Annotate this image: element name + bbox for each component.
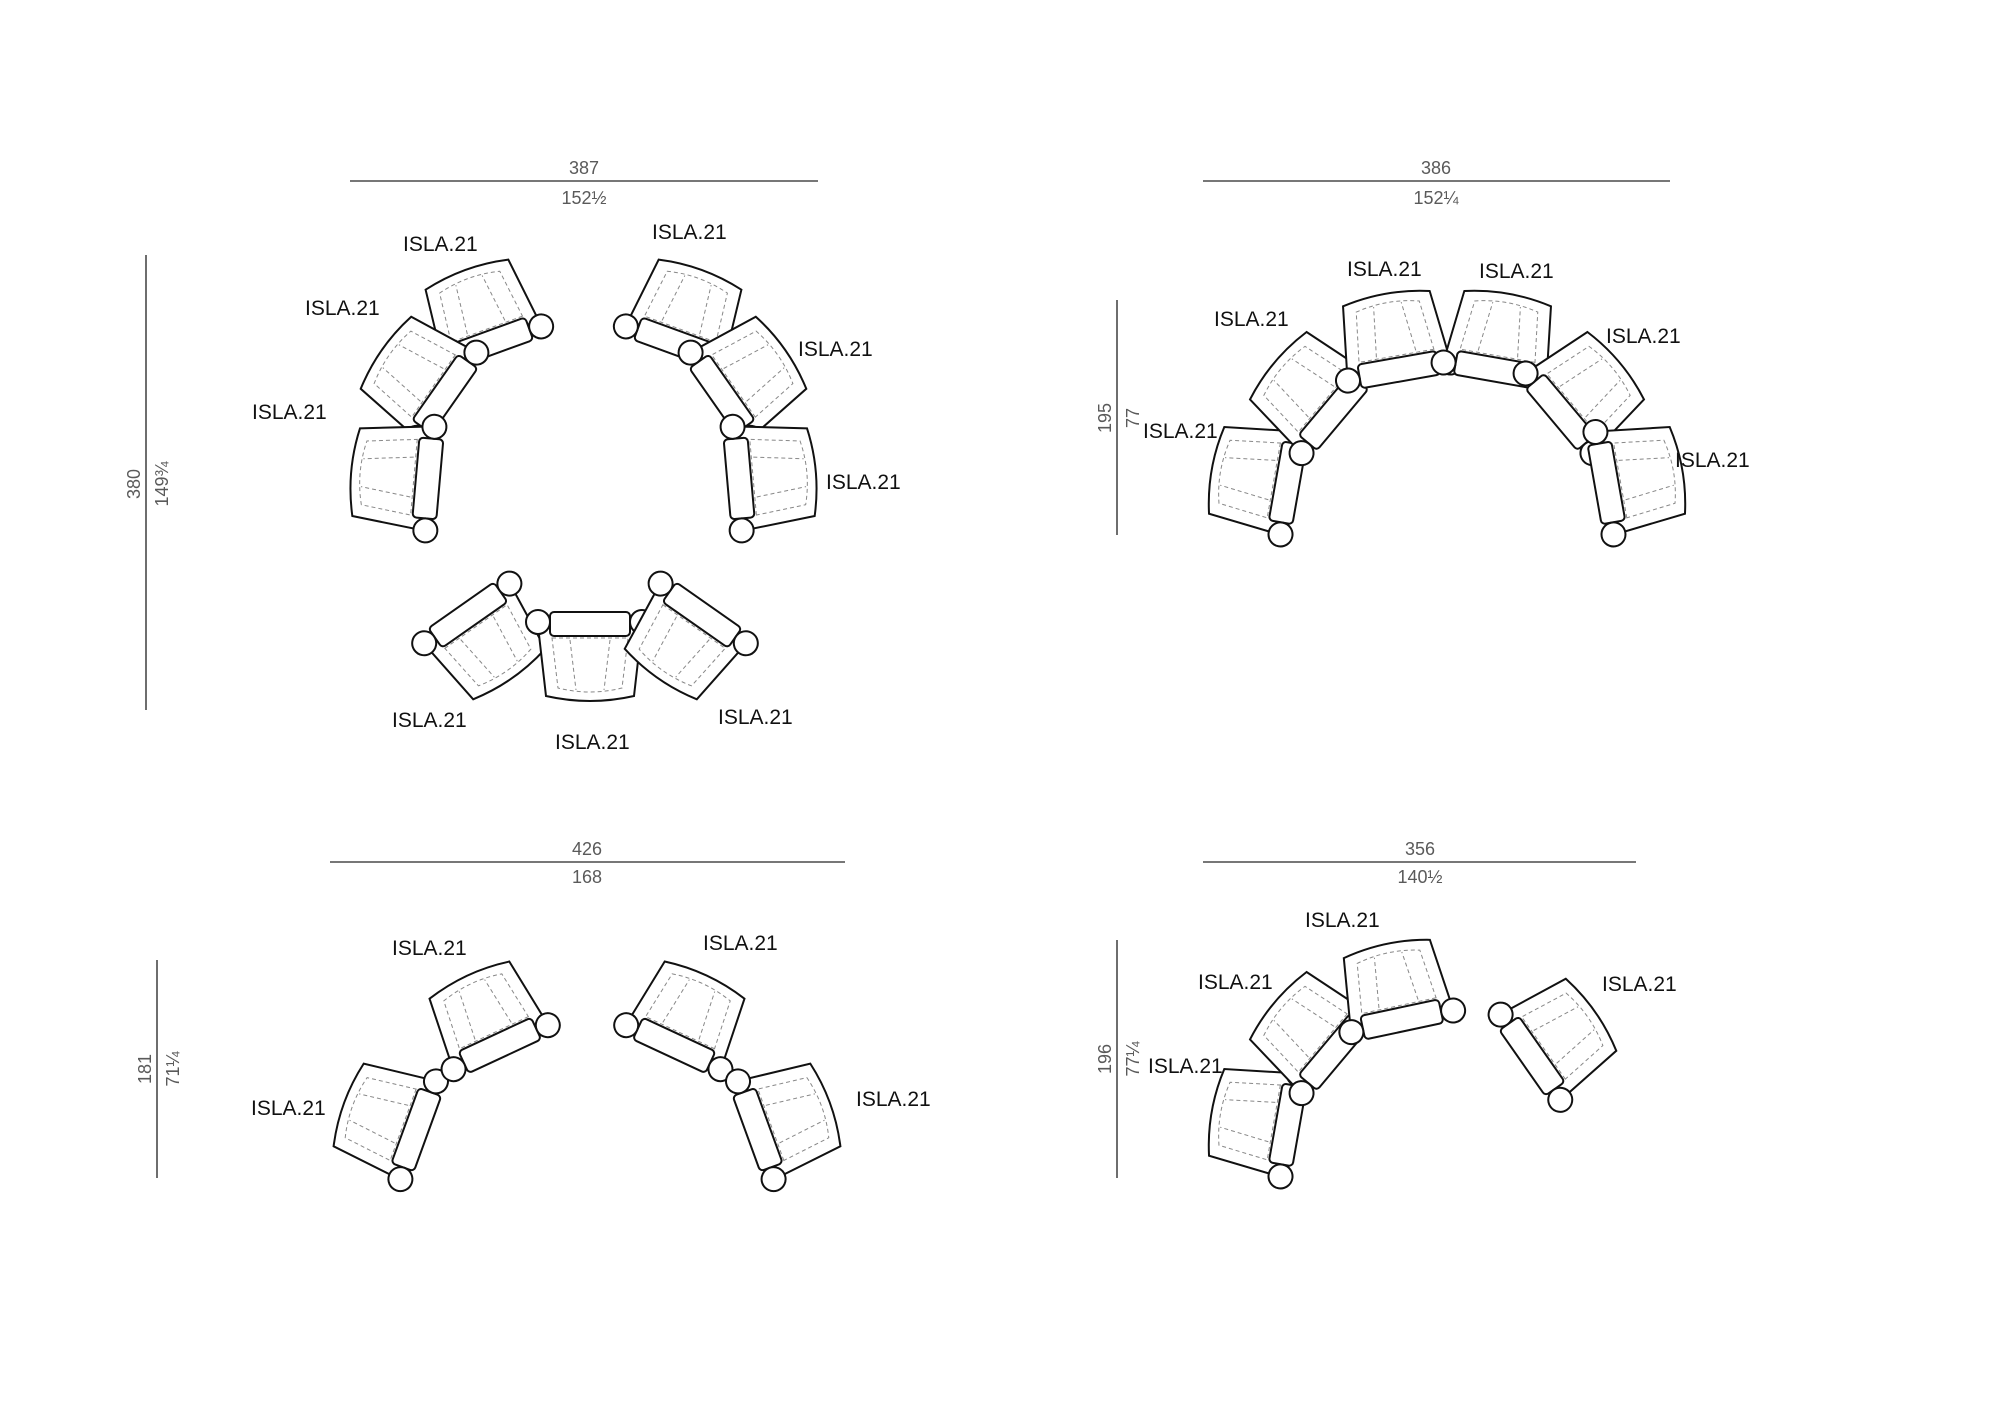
width-cm: 426 <box>572 839 602 859</box>
height-in: 77¼ <box>1123 1041 1143 1077</box>
armchair-module <box>718 406 823 545</box>
module-label: ISLA.21 <box>1675 449 1750 472</box>
width-cm: 386 <box>1421 158 1451 178</box>
height-in: 77 <box>1123 408 1143 428</box>
module-label: ISLA.21 <box>392 937 467 960</box>
module-label: ISLA.21 <box>826 471 901 494</box>
module-label: ISLA.21 <box>392 709 467 732</box>
height-in: 149¾ <box>152 460 172 506</box>
layout-a: 387 152½ 380 149¾ ISLA.21 ISLA.21 ISLA.2… <box>124 158 901 754</box>
module-label: ISLA.21 <box>1305 909 1380 932</box>
armchair-module <box>1322 929 1469 1048</box>
module-label: ISLA.21 <box>403 233 478 256</box>
module-label: ISLA.21 <box>856 1088 931 1111</box>
module-label: ISLA.21 <box>718 706 793 729</box>
module-label: ISLA.21 <box>305 297 380 320</box>
module-label: ISLA.21 <box>1606 325 1681 348</box>
armchair-module <box>609 947 766 1087</box>
width-in: 152¼ <box>1413 188 1459 208</box>
height-cm: 181 <box>135 1054 155 1084</box>
layout-c: 426 168 181 71¼ ISLA.21 ISLA.21 ISLA.21 … <box>135 839 931 1196</box>
armchair-module <box>1580 405 1695 550</box>
height-cm: 195 <box>1095 403 1115 433</box>
module-label: ISLA.21 <box>1214 308 1289 331</box>
height-in: 71¼ <box>163 1051 183 1087</box>
module-label: ISLA.21 <box>1198 971 1273 994</box>
armchair-module <box>408 947 565 1087</box>
width-cm: 387 <box>569 158 599 178</box>
armchair-module <box>1321 281 1466 396</box>
width-in: 168 <box>572 867 602 887</box>
width-in: 140½ <box>1397 867 1442 887</box>
armchair-module <box>344 406 449 545</box>
module-label: ISLA.21 <box>252 401 327 424</box>
module-label: ISLA.21 <box>798 338 873 361</box>
module-label: ISLA.21 <box>555 731 630 754</box>
armchair-module <box>721 1042 853 1196</box>
armchair-module <box>321 1042 453 1196</box>
height-cm: 196 <box>1095 1044 1115 1074</box>
module-label: ISLA.21 <box>1602 973 1677 996</box>
module-label: ISLA.21 <box>1148 1055 1223 1078</box>
width-cm: 356 <box>1405 839 1435 859</box>
module-label: ISLA.21 <box>703 932 778 955</box>
module-label: ISLA.21 <box>1347 258 1422 281</box>
width-in: 152½ <box>561 188 606 208</box>
layout-b: 386 152¼ 195 77 ISLA.21 ISLA.21 ISLA.21 … <box>1095 158 1750 550</box>
module-label: ISLA.21 <box>251 1097 326 1120</box>
module-label: ISLA.21 <box>1143 420 1218 443</box>
height-cm: 380 <box>124 469 144 499</box>
module-label: ISLA.21 <box>1479 260 1554 283</box>
module-label: ISLA.21 <box>652 221 727 244</box>
layout-d: 356 140½ 196 77¼ ISLA.21 ISLA.21 ISLA.21… <box>1095 839 1677 1192</box>
